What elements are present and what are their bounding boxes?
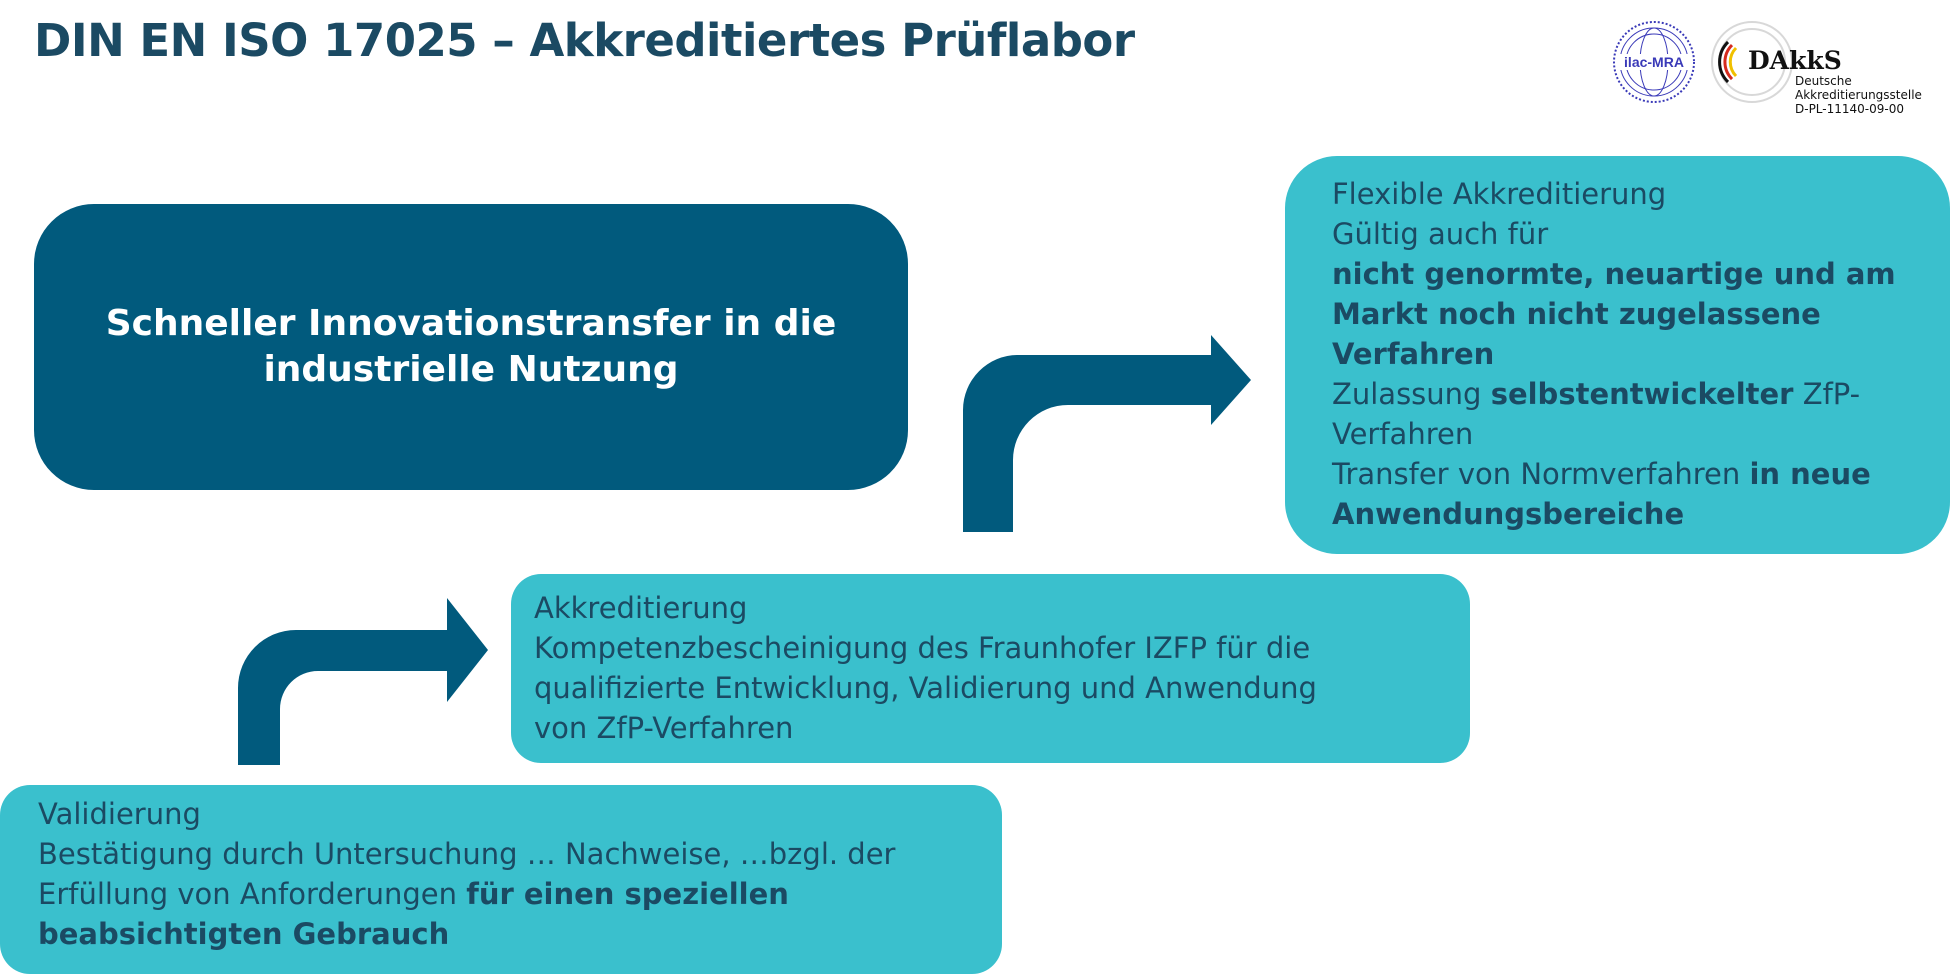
dakks-logo-icon: [1711, 21, 1793, 103]
dakks-name-line1: Deutsche: [1795, 74, 1852, 88]
innovation-transfer-box: Schneller Innovationstransfer in die ind…: [34, 204, 908, 490]
ilac-logo-text: ilac-MRA: [1624, 54, 1684, 70]
ilac-mra-logo: ilac-MRA: [1613, 21, 1695, 103]
dakks-name-line2: Akkreditierungsstelle: [1795, 88, 1922, 102]
dakks-logo-text: DAkkS: [1748, 46, 1842, 75]
validation-heading: Validierung: [38, 797, 201, 831]
flexible-heading: Flexible Akkreditierung: [1332, 177, 1667, 211]
flexible-accreditation-box: Flexible Akkreditierung Gültig auch für …: [1285, 156, 1950, 554]
page-title: DIN EN ISO 17025 – Akkreditiertes Prüfla…: [34, 14, 1135, 67]
dakks-registration-number: D-PL-11140-09-00: [1795, 102, 1904, 116]
accreditation-heading: Akkreditierung: [534, 591, 748, 625]
validation-box: Validierung Bestätigung durch Untersuchu…: [0, 785, 1002, 974]
accreditation-logos: ilac-MRA DAkkS Deutsche Akkreditierungss…: [1612, 18, 1932, 128]
accreditation-box: Akkreditierung Kompetenzbescheinigung de…: [511, 574, 1470, 763]
innovation-transfer-text: Schneller Innovationstransfer in die ind…: [105, 303, 837, 390]
